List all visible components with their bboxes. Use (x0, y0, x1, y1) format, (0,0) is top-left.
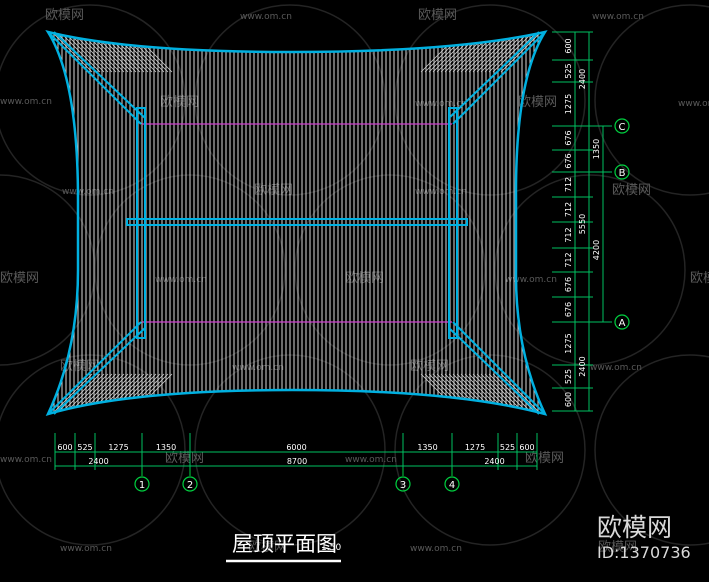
axis-bubble-C (614, 118, 630, 134)
dim-label: 712 (564, 177, 573, 192)
dim-label: 1275 (564, 333, 573, 353)
watermark-brand: 欧模网 (45, 8, 84, 23)
hip-hatch (492, 373, 534, 414)
watermark-brand: 欧模网 (0, 271, 39, 286)
bottom-dimension-chain: 600 525 1275 1350 6000 1350 1275 525 600 2400 8700… (54, 433, 538, 470)
axis-bubble-A (614, 314, 630, 330)
watermark-logo: 欧模网 ID:1370736 (597, 513, 691, 562)
dim-label: 1275 (465, 443, 485, 452)
dim-total-label: 2400 (578, 356, 587, 376)
watermark-site: www.om.cn (415, 187, 467, 197)
dim-label: 525 (564, 369, 573, 384)
watermark-site: www.om.cn (240, 12, 292, 22)
dim-total-label: 8700 (287, 457, 307, 466)
axis-bubble-1 (134, 476, 150, 492)
dim-label: 712 (564, 202, 573, 217)
dim-total-label: 2400 (88, 457, 108, 466)
watermark-brand: 欧模网 (525, 451, 564, 466)
dim-label: 676 (564, 277, 573, 292)
dim-label: 525 (500, 443, 515, 452)
dim-total-label: 2400 (484, 457, 504, 466)
dim-label: 1275 (564, 94, 573, 114)
right-dimension-chain: 600 525 1275 676 676 712 712 712 712 676 676 1275 52… (552, 31, 612, 412)
axis-label: B (619, 168, 626, 179)
dim-label: 1350 (417, 443, 437, 452)
watermark-site: www.om.cn (678, 99, 709, 109)
axis-label: 4 (449, 480, 455, 491)
dim-label: 676 (564, 130, 573, 145)
dim-label: 600 (564, 38, 573, 53)
watermark-logo-text: 欧模网 (597, 513, 672, 542)
dim-label: 1350 (592, 139, 601, 159)
watermark-site: www.om.cn (505, 275, 557, 285)
hip-hatch (51, 32, 93, 73)
axis-bubble-3 (395, 476, 411, 492)
hip-hatch (59, 373, 101, 414)
hip-hatch (500, 373, 542, 414)
watermark-site: www.om.cn (415, 99, 467, 109)
watermark-brand: 欧模网 (690, 271, 709, 286)
watermark-site: www.om.cn (0, 455, 52, 465)
dim-label: 600 (57, 443, 72, 452)
dim-label: 676 (564, 153, 573, 168)
ridge-lines (142, 123, 452, 323)
dim-label: 525 (564, 63, 573, 78)
watermark-site: www.om.cn (60, 544, 112, 554)
dim-label: 525 (77, 443, 92, 452)
watermark-brand: 欧模网 (165, 451, 204, 466)
axis-label: 1 (139, 480, 145, 491)
axis-bubbles: 1 2 3 4 C B A (134, 118, 630, 492)
hip-hatch (488, 32, 530, 73)
hip-hatch (500, 32, 542, 73)
dim-label: 4200 (592, 240, 601, 260)
watermark-brand: 欧模网 (518, 95, 557, 110)
axis-bubble-B (614, 164, 630, 180)
dim-label: 1350 (156, 443, 176, 452)
dim-label: 712 (564, 227, 573, 242)
dim-total-label: 5550 (578, 214, 587, 234)
watermark-site: www.om.cn (345, 455, 397, 465)
dim-label: 6000 (286, 443, 306, 452)
watermark-brand: 欧模网 (598, 540, 637, 555)
dim-label: 712 (564, 252, 573, 267)
drawing-title: 屋顶平面图 (232, 532, 337, 556)
watermark-brand: 欧模网 (612, 183, 651, 198)
watermark-brand: 欧模网 (248, 540, 287, 555)
dim-label: 676 (564, 302, 573, 317)
drawing-title-block: 屋顶平面图 1:50 (226, 532, 341, 563)
dim-total-label: 2400 (578, 69, 587, 89)
axis-label: C (619, 122, 626, 133)
watermark-site: www.om.cn (62, 187, 114, 197)
watermark-site: www.om.cn (410, 544, 462, 554)
watermark-id: ID:1370736 (597, 543, 691, 562)
dim-label: 600 (564, 392, 573, 407)
axis-label: A (619, 318, 626, 329)
drawing-scale: 1:50 (321, 543, 341, 553)
dim-label: 600 (519, 443, 534, 452)
structural-members (47, 31, 546, 415)
axis-bubble-4 (444, 476, 460, 492)
axis-bubble-2 (182, 476, 198, 492)
watermark-site: www.om.cn (0, 97, 52, 107)
hip-hatch (59, 32, 101, 73)
hip-hatch (492, 32, 534, 73)
dim-label: 1275 (108, 443, 128, 452)
axis-label: 3 (400, 480, 406, 491)
watermark-site: www.om.cn (590, 363, 642, 373)
hip-hatch (484, 32, 526, 73)
watermark-site: www.om.cn (155, 275, 207, 285)
axis-label: 2 (187, 480, 193, 491)
hip-hatch (51, 373, 93, 414)
hip-hatch (63, 32, 105, 73)
watermark-brand: 欧模网 (418, 8, 457, 23)
watermark-site: www.om.cn (592, 12, 644, 22)
